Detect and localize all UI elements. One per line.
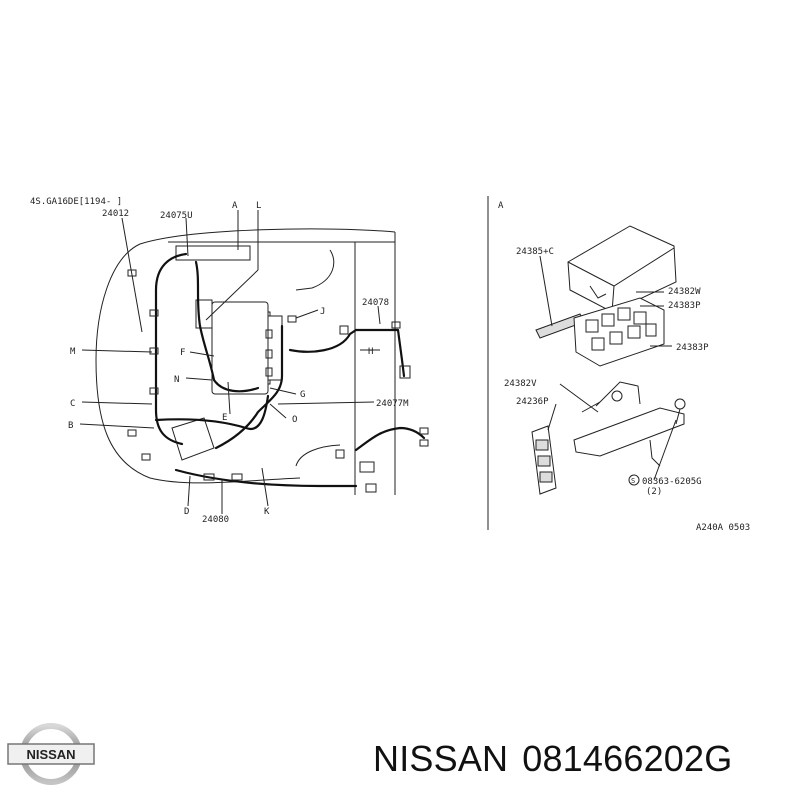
fuse-box-cover <box>567 225 677 313</box>
battery-outline <box>171 417 215 461</box>
harness-right-branch <box>214 324 284 450</box>
logo-text: NISSAN <box>26 747 75 762</box>
brand-name: NISSAN <box>373 738 509 779</box>
harness-dash-branch <box>354 426 426 452</box>
screw-symbol-letter: S <box>631 477 635 485</box>
relay-holder <box>531 425 557 495</box>
relay-block-assembly <box>573 297 665 367</box>
letter-a: A <box>232 201 238 211</box>
letter-h: H <box>368 347 373 357</box>
letter-b: B <box>68 421 73 431</box>
letter-l: L <box>256 201 261 211</box>
leader-lines <box>79 210 381 514</box>
label-24383p-bottom: 24383P <box>676 343 709 353</box>
harness-engine-upper <box>194 260 260 393</box>
label-24385c: 24385+C <box>516 247 554 257</box>
letter-k: K <box>264 507 270 517</box>
label-bolt-qty: (2) <box>646 487 662 497</box>
label-24078: 24078 <box>362 298 389 308</box>
detail-label-a: A <box>498 201 504 211</box>
harness-cross-member <box>154 394 270 431</box>
label-24075u: 24075U <box>160 211 193 221</box>
label-24077m: 24077M <box>376 399 409 409</box>
strut-tower-outline <box>295 249 341 467</box>
part-number: 081466202G <box>522 738 733 779</box>
diagram-ref-code: A240A 0503 <box>696 523 750 533</box>
nissan-logo: NISSAN <box>7 723 95 785</box>
fuse-box-detail: A <box>498 201 750 533</box>
harness-bottom <box>174 468 358 488</box>
letter-g: G <box>300 390 305 400</box>
bolt <box>674 398 686 425</box>
harness-front-loop <box>154 252 188 446</box>
label-24382v: 24382V <box>504 379 537 389</box>
screw-symbol <box>628 474 640 486</box>
harness-24078 <box>354 328 406 378</box>
detail-leaders <box>539 255 677 481</box>
connectors-left <box>127 269 429 493</box>
letter-e: E <box>222 413 227 423</box>
label-24236p: 24236P <box>516 397 549 407</box>
harness-to-firewall <box>288 328 358 353</box>
label-24383p-top: 24383P <box>668 301 701 311</box>
label-24080: 24080 <box>202 515 229 525</box>
label-24382w: 24382W <box>668 287 701 297</box>
intake-manifold <box>211 301 269 395</box>
label-24012: 24012 <box>102 209 129 219</box>
vehicle-body-outline <box>95 228 396 495</box>
letter-f: F <box>180 348 185 358</box>
mounting-bracket <box>573 407 685 457</box>
letter-j: J <box>320 307 325 317</box>
label-bolt-part: 08363-6205G <box>642 477 702 487</box>
letter-c: C <box>70 399 75 409</box>
radiator-core <box>175 245 251 261</box>
letter-d: D <box>184 507 189 517</box>
engine-harness-view: 4S.GA16DE[1194- ] 24012 24075U 24078 240… <box>30 197 429 525</box>
part-caption: NISSAN 081466202G <box>373 738 746 780</box>
letter-n: N <box>174 375 179 385</box>
letter-o: O <box>292 415 297 425</box>
letter-m: M <box>70 347 76 357</box>
model-header: 4S.GA16DE[1194- ] <box>30 197 122 207</box>
